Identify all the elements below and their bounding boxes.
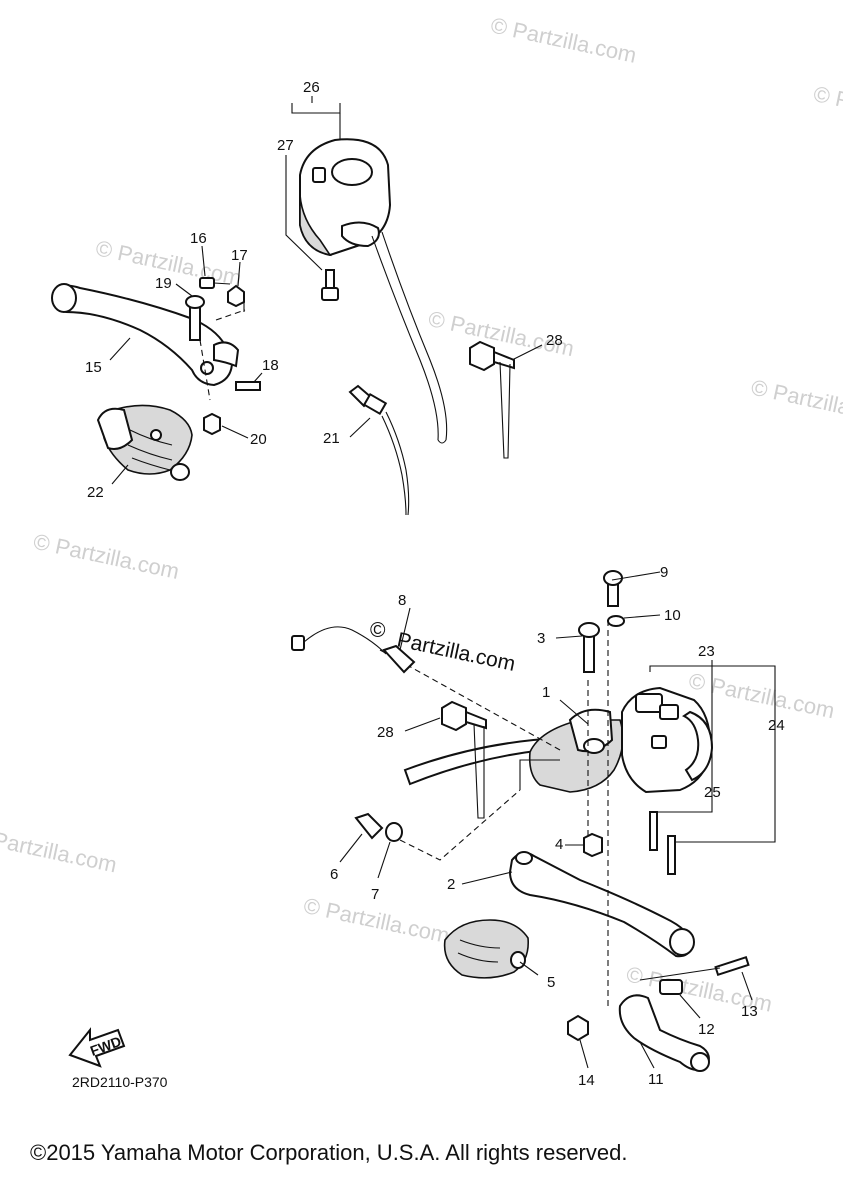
callout-7: 7 — [371, 886, 379, 903]
watermark: © Partzilla.com — [489, 12, 639, 67]
callout-1: 1 — [542, 684, 550, 701]
fwd-label: FWD — [88, 1033, 123, 1059]
watermark: © Partzilla.com — [749, 375, 843, 430]
cable-tie-lower — [404, 700, 487, 819]
watermark: © Partzilla.com — [811, 81, 843, 136]
watermark-symbol: © — [370, 619, 386, 642]
callout-22: 22 — [87, 484, 104, 501]
callout-18: 18 — [262, 357, 279, 374]
callout-23: 23 — [698, 643, 715, 660]
callout-2: 2 — [447, 876, 455, 893]
callout-13: 13 — [741, 1003, 758, 1020]
callout-11: 11 — [648, 1071, 664, 1088]
callout-21: 21 — [323, 430, 340, 447]
callout-15: 15 — [85, 359, 102, 376]
callout-16: 16 — [190, 230, 207, 247]
callout-28-top: 28 — [546, 332, 563, 349]
clutch-lever-assembly — [51, 245, 263, 485]
fwd-arrow-icon: FWD — [68, 1027, 126, 1068]
callout-6: 6 — [330, 866, 338, 883]
callout-8: 8 — [398, 592, 406, 609]
callout-25: 25 — [704, 784, 721, 801]
callout-24: 24 — [768, 717, 785, 734]
watermark: © Partzilla.com — [687, 668, 837, 723]
callout-9: 9 — [660, 564, 668, 581]
callout-26: 26 — [303, 79, 320, 96]
callout-3: 3 — [537, 630, 545, 647]
watermarks: © Partzilla.com © Partzilla.com © Partzi… — [0, 12, 843, 1016]
callout-5: 5 — [547, 974, 555, 991]
switch-lead — [291, 626, 416, 674]
callout-4: 4 — [555, 836, 563, 853]
callout-19: 19 — [155, 275, 172, 292]
right-handlebar-switch — [285, 96, 448, 444]
center-watermark: Partzilla.com — [395, 628, 517, 675]
callout-28-lower: 28 — [377, 724, 394, 741]
callout-27: 27 — [277, 137, 294, 154]
clutch-switch — [348, 384, 410, 516]
callout-12: 12 — [698, 1021, 715, 1038]
watermark: © Partzilla.com — [31, 529, 181, 584]
callout-10: 10 — [664, 607, 681, 624]
callout-20: 20 — [250, 431, 267, 448]
diagram-code: 2RD2110-P370 — [72, 1074, 168, 1090]
callout-14: 14 — [578, 1072, 595, 1089]
copyright-text: ©2015 Yamaha Motor Corporation, U.S.A. A… — [30, 1140, 627, 1165]
watermark: © Partzilla.com — [0, 822, 119, 877]
callout-17: 17 — [231, 247, 248, 264]
cable-tie-top — [469, 340, 543, 459]
